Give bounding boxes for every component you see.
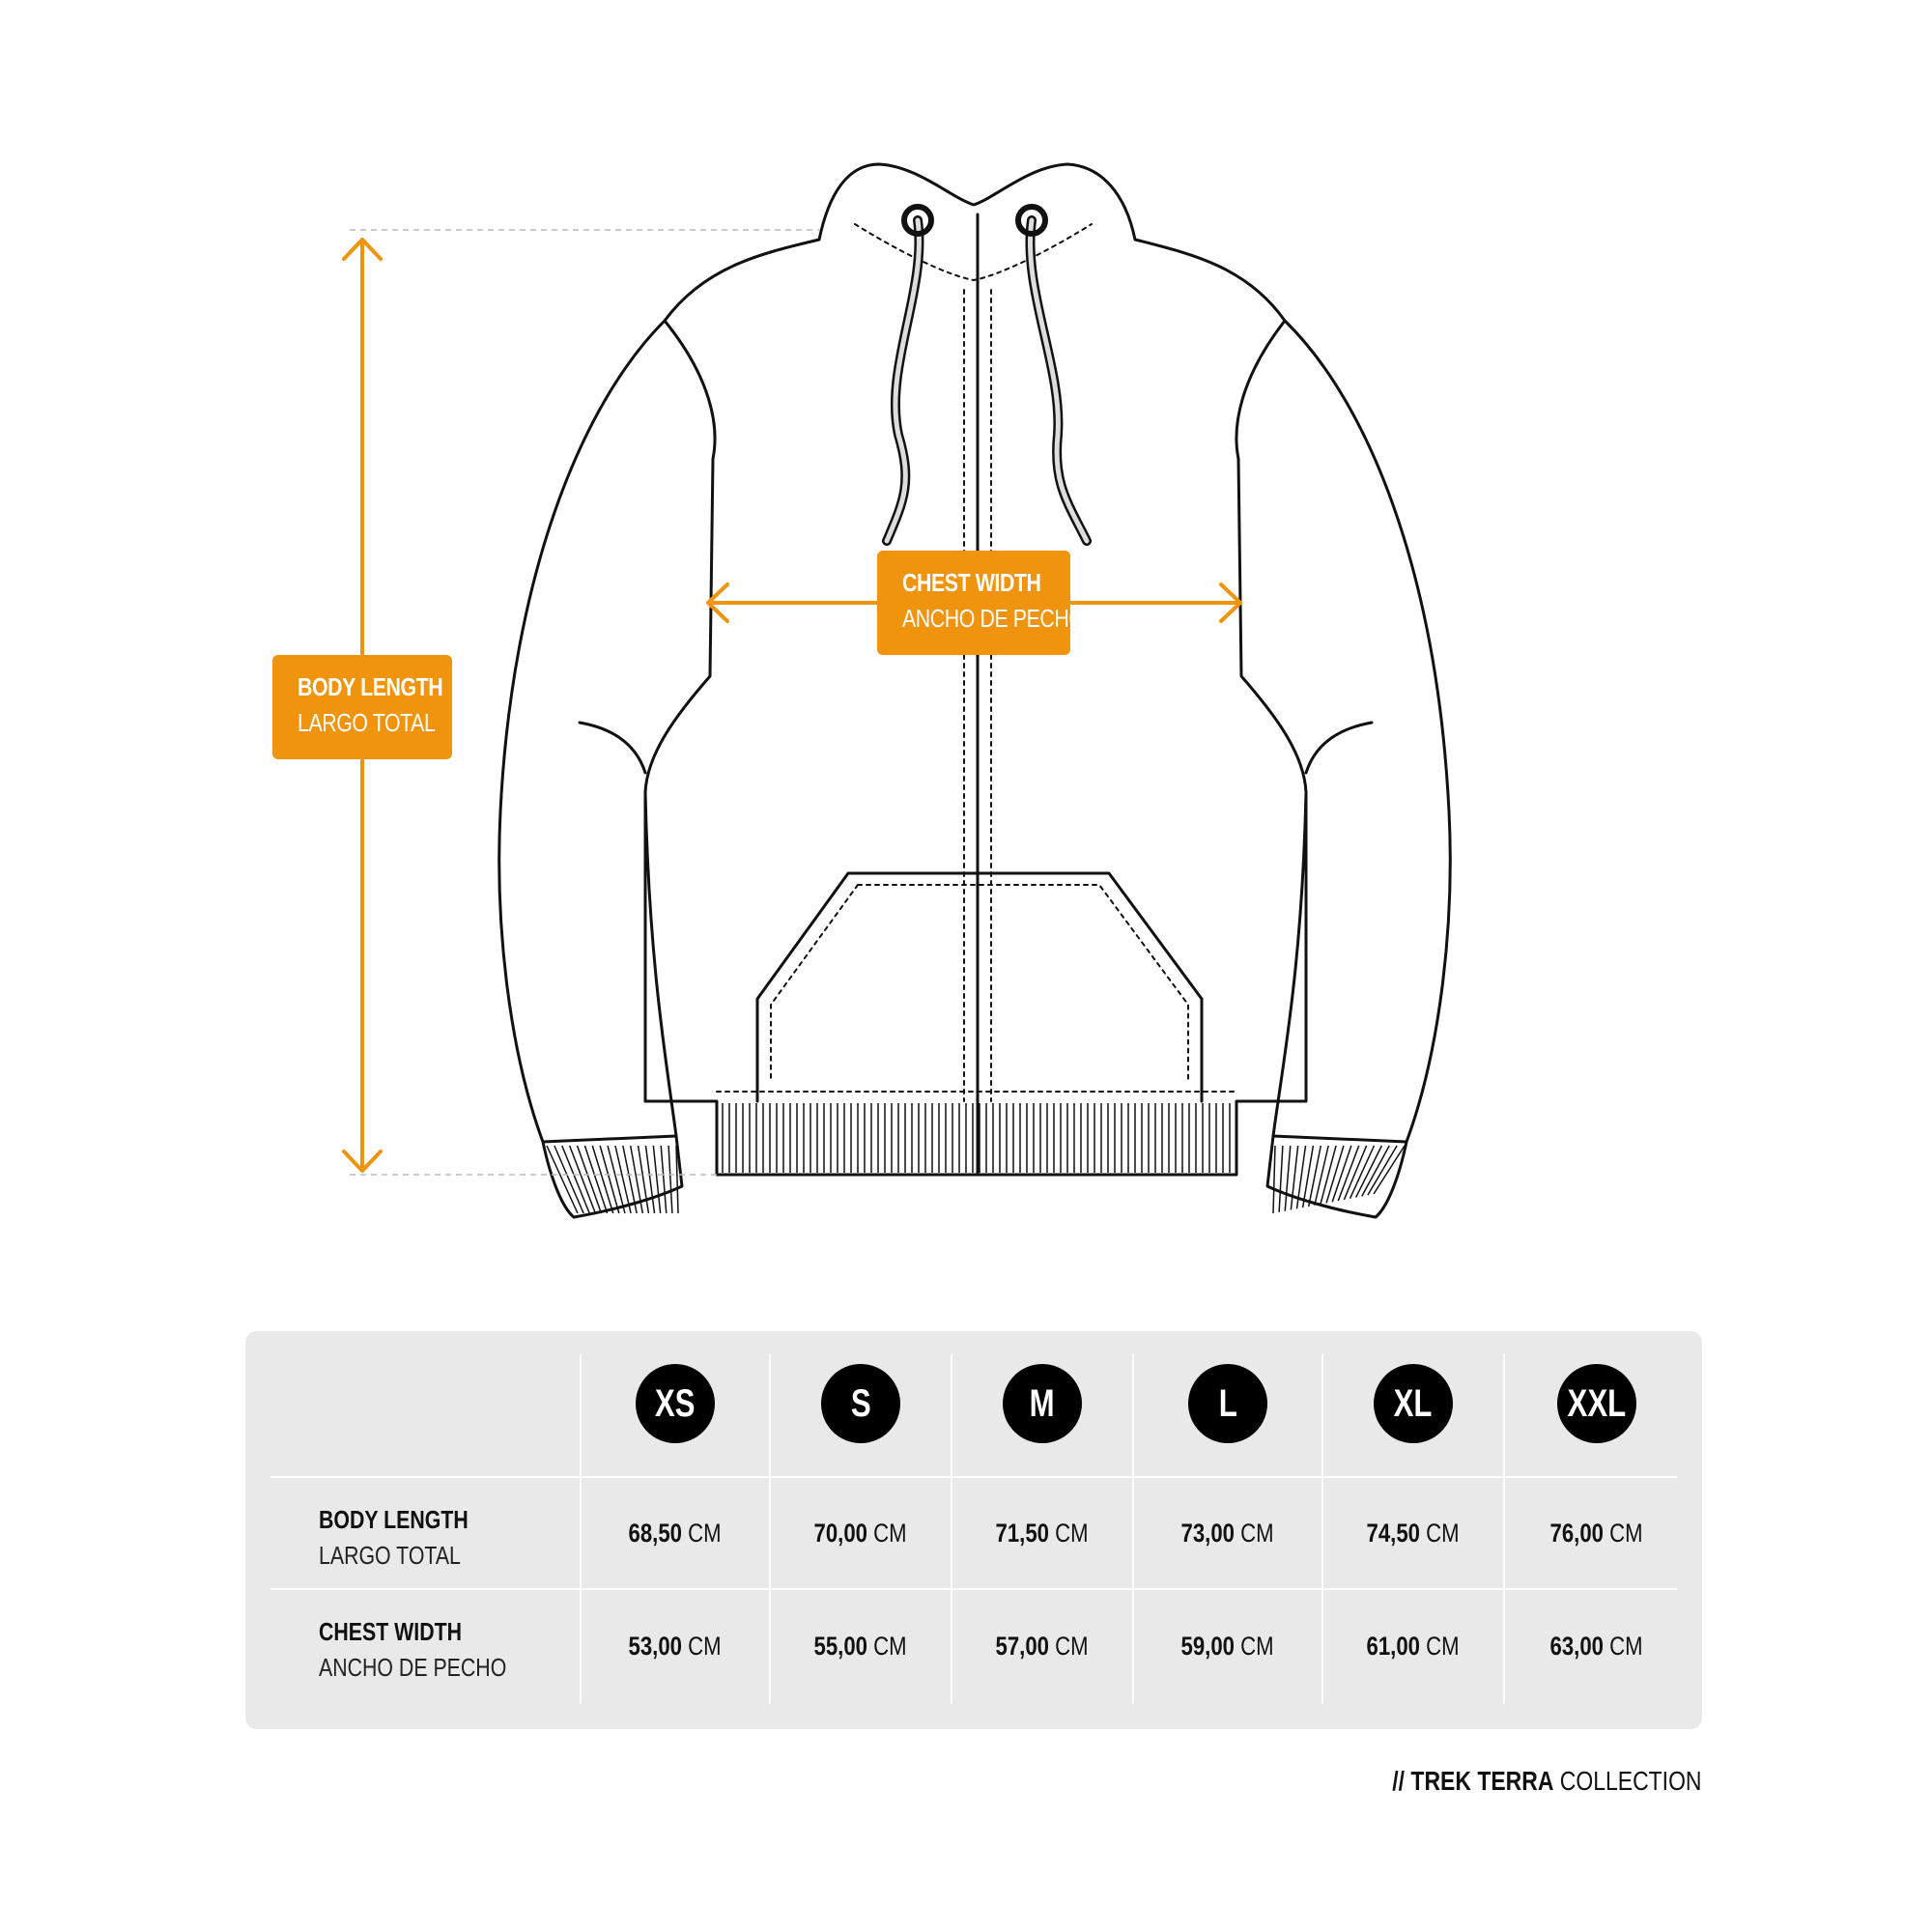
right-cuff [1265,1134,1408,1219]
column-divider [769,1354,771,1704]
column-divider [951,1354,952,1704]
rib-line [675,1145,679,1214]
body-length-label: BODY LENGTH LARGO TOTAL [272,655,452,759]
table-cell: 63,00 CM [1549,1631,1644,1661]
hood-inner [854,223,1093,281]
table-cell: 68,50 CM [628,1518,723,1548]
table-cell: 70,00 CM [813,1518,908,1548]
column-divider [580,1354,582,1704]
table-cell: 74,50 CM [1366,1518,1461,1548]
rib-line [629,1145,644,1214]
size-header-xxl: XXL [1505,1331,1689,1476]
body-length-es: LARGO TOTAL [298,708,436,737]
rib-line [644,1145,656,1214]
rib-line [1361,1145,1390,1197]
table-cell: 76,00 CM [1549,1518,1644,1548]
table-cell: 53,00 CM [628,1631,723,1661]
column-divider [1321,1354,1323,1704]
hood-outline [817,162,1137,242]
rib-line [1367,1145,1398,1196]
column-divider [1503,1354,1505,1704]
chest-width-en: CHEST WIDTH [902,568,1041,597]
pocket [755,871,1204,1103]
rib-line [660,1145,668,1214]
rib-line [637,1145,650,1214]
rib-line [1325,1145,1345,1204]
row-label-chest-width: CHEST WIDTH ANCHO DE PECHO [319,1617,507,1682]
size-header-l: L [1134,1331,1321,1476]
size-header-s: S [771,1331,951,1476]
size-header-m: M [952,1331,1132,1476]
rib-line [591,1145,614,1214]
table-cell: 61,00 CM [1366,1631,1461,1661]
collection-footer: // TREK TERRA COLLECTION [1392,1766,1702,1796]
rib-line [1284,1145,1292,1211]
rib-line [1272,1145,1276,1214]
rib-line [607,1145,626,1214]
rib-line [1354,1145,1383,1198]
rib-line [1314,1145,1329,1206]
column-divider [1132,1354,1134,1704]
rib-line [1295,1145,1307,1209]
table-cell: 73,00 CM [1180,1518,1275,1548]
rib-line [1290,1145,1299,1210]
rib-line [1278,1145,1284,1212]
size-header-xs: XS [582,1331,769,1476]
rib-line [614,1145,632,1214]
body-outline [643,238,1308,1177]
rib-line [652,1145,662,1214]
rib-line [583,1145,609,1214]
rib-line [568,1145,597,1214]
rib-line [1337,1145,1360,1202]
rib-line [561,1145,590,1214]
row-label-body-length: BODY LENGTH LARGO TOTAL [319,1505,469,1570]
size-table: XS S M L XL XXL BODY LENGTH LARGO TOTAL … [245,1331,1702,1729]
rib-line [576,1145,603,1214]
rib-line [546,1145,579,1214]
table-cell: 59,00 CM [1180,1631,1275,1661]
rib-line [1307,1145,1322,1208]
size-header-xl: XL [1323,1331,1503,1476]
rib-line [668,1145,673,1214]
right-sleeve [1271,319,1452,1144]
rib-line [554,1145,584,1214]
row-divider [270,1588,1677,1590]
rib-line [1320,1145,1337,1205]
left-sleeve [497,319,678,1144]
rib-line [1343,1145,1368,1201]
chest-width-es: ANCHO DE PECHO [902,604,1085,633]
chest-width-label: CHEST WIDTH ANCHO DE PECHO [877,551,1085,655]
rib-line [1301,1145,1315,1208]
rib-line [599,1145,620,1214]
table-cell: 57,00 CM [995,1631,1090,1661]
row-divider [270,1476,1677,1478]
rib-line [1349,1145,1376,1200]
body-length-en: BODY LENGTH [298,672,443,701]
rib-line [1373,1145,1406,1195]
table-cell: 55,00 CM [813,1631,908,1661]
table-cell: 71,50 CM [995,1518,1090,1548]
rib-line [1331,1145,1352,1203]
drawstring-right [1025,215,1092,546]
rib-line [622,1145,638,1214]
